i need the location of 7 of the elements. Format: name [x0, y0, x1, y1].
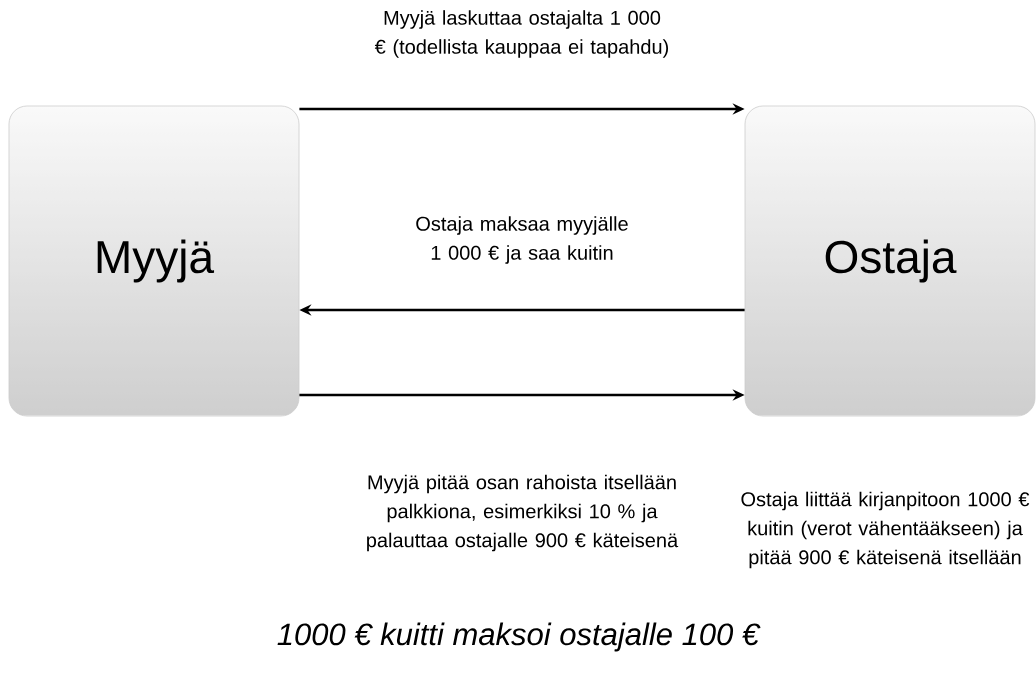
rounded-box: Ostaja: [744, 105, 1036, 417]
note-text: Ostaja liittää kirjanpitoon 1000 € kuitin (verot vähentääkseen) ja pitää 900 € käteisenä itsellään: [741, 491, 1030, 569]
edge-label: Myyjä pitää osan rahoista itsellään palkkiona, esimerkiksi 10 % ja palauttaa ostajalle 900 € käteisenä: [367, 474, 679, 552]
caption: 1000 € kuitti maksoi ostajalle 100 €: [277, 622, 761, 652]
edge-label: Ostaja maksaa myyjälle 1 000 € ja saa kuitin: [416, 216, 628, 264]
rounded-box: Myyjä: [8, 105, 300, 417]
edge-label: Myyjä laskuttaa ostajalta 1 000 € (todellista kauppaa ei tapahdu): [374, 10, 669, 58]
